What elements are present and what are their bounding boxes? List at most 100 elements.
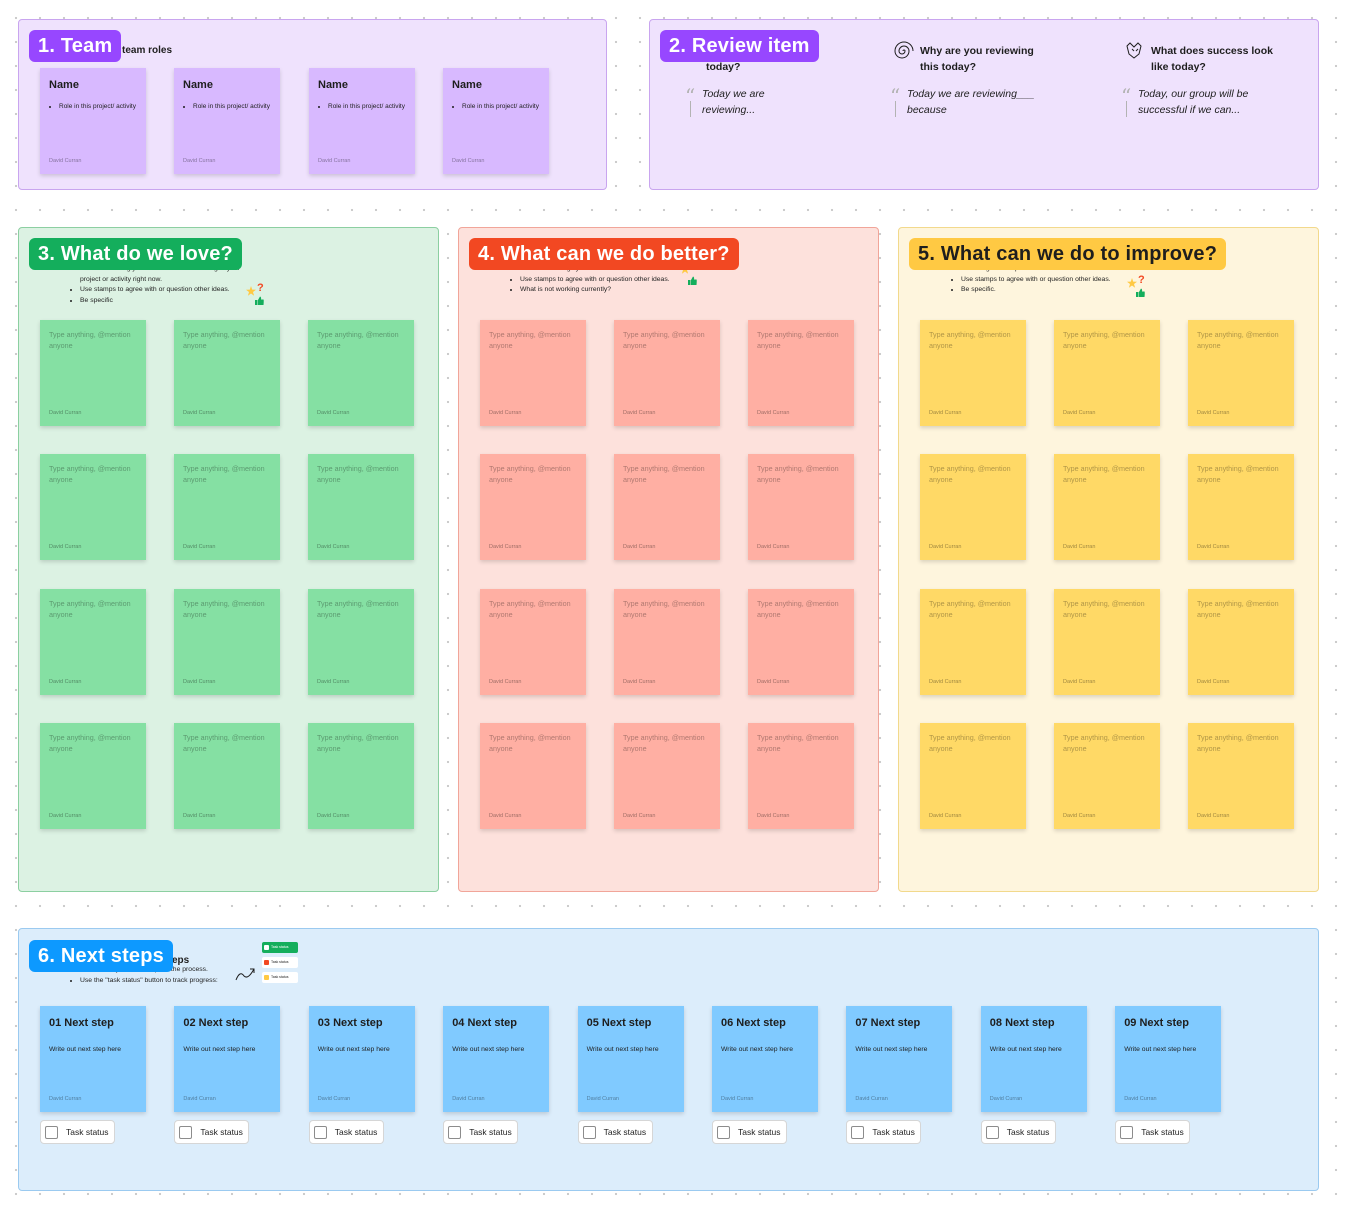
team-card[interactable]: Name Role in this project/ activity Davi… xyxy=(309,68,415,174)
sticky-placeholder[interactable]: Type anything, @mention anyone xyxy=(1063,464,1145,484)
sticky-placeholder[interactable]: Type anything, @mention anyone xyxy=(1063,330,1145,350)
next-step-body[interactable]: Write out next step here xyxy=(989,1046,1062,1053)
task-status-button[interactable]: Task status xyxy=(308,1120,384,1144)
sticky-placeholder[interactable]: Type anything, @mention anyone xyxy=(757,464,839,484)
next-step-body[interactable]: Write out next step here xyxy=(721,1046,794,1053)
task-status-button[interactable]: Task status xyxy=(443,1120,519,1144)
team-title-label[interactable]: 1. Team xyxy=(29,30,122,62)
sticky-placeholder[interactable]: Type anything, @mention anyone xyxy=(49,330,131,350)
review-quote-1[interactable]: Today we are reviewing... xyxy=(702,88,765,116)
next-step-body[interactable]: Write out next step here xyxy=(1124,1046,1197,1053)
sticky-placeholder[interactable]: Type anything, @mention anyone xyxy=(757,599,839,619)
next-step-body[interactable]: Write out next step here xyxy=(452,1046,525,1053)
review-quote-2[interactable]: Today we are reviewing___ because xyxy=(907,88,1035,116)
sticky-placeholder[interactable]: Type anything, @mention anyone xyxy=(1063,733,1145,753)
checkbox-icon[interactable] xyxy=(717,1125,730,1139)
sticky-placeholder[interactable]: Type anything, @mention anyone xyxy=(929,599,1011,619)
sticky-placeholder[interactable]: Type anything, @mention anyone xyxy=(183,464,265,484)
improve-title-label[interactable]: 5. What can we do to improve? xyxy=(909,238,1227,270)
sticky-placeholder[interactable]: Type anything, @mention anyone xyxy=(49,599,131,619)
sticky-placeholder[interactable]: Type anything, @mention anyone xyxy=(489,464,571,484)
next-step-body[interactable]: Write out next step here xyxy=(183,1046,256,1053)
sticky-placeholder[interactable]: Type anything, @mention anyone xyxy=(929,330,1011,350)
sticky-placeholder[interactable]: Type anything, @mention anyone xyxy=(489,733,571,753)
sticky-placeholder[interactable]: Type anything, @mention anyone xyxy=(317,330,399,350)
sticky-placeholder[interactable]: Type anything, @mention anyone xyxy=(1197,599,1279,619)
checkbox-icon[interactable] xyxy=(448,1125,462,1139)
sticky-placeholder[interactable]: Type anything, @mention anyone xyxy=(183,733,265,753)
task-status-button[interactable]: Task status xyxy=(980,1120,1056,1144)
checkbox-icon[interactable] xyxy=(313,1125,327,1139)
next-step-body[interactable]: Write out next step here xyxy=(49,1046,122,1053)
sticky-placeholder[interactable]: Type anything, @mention anyone xyxy=(929,464,1011,484)
next-step-body[interactable]: Write out next step here xyxy=(586,1046,659,1053)
checkbox-icon[interactable] xyxy=(1120,1125,1134,1139)
task-status-button[interactable]: Task status xyxy=(174,1120,250,1144)
checkbox-icon[interactable] xyxy=(45,1125,58,1139)
sticky-placeholder[interactable]: Type anything, @mention anyone xyxy=(757,733,839,753)
checkbox-icon[interactable] xyxy=(582,1125,596,1139)
sticky-placeholder[interactable]: Type anything, @mention anyone xyxy=(183,599,265,619)
sticky-placeholder[interactable]: Type anything, @mention anyone xyxy=(623,599,705,619)
sticky-placeholder[interactable]: Type anything, @mention anyone xyxy=(623,464,705,484)
sticky-placeholder[interactable]: Type anything, @mention anyone xyxy=(757,330,839,350)
task-status-button[interactable]: Task status xyxy=(1115,1120,1191,1144)
sticky-placeholder[interactable]: Type anything, @mention anyone xyxy=(183,330,265,350)
next-step-body[interactable]: Write out next step here xyxy=(855,1046,928,1053)
sticky-placeholder[interactable]: Type anything, @mention anyone xyxy=(929,733,1011,753)
sticky-placeholder[interactable]: Type anything, @mention anyone xyxy=(317,733,399,753)
team-card[interactable]: Name Role in this project/ activity Davi… xyxy=(40,68,146,174)
sticky-placeholder[interactable]: Type anything, @mention anyone xyxy=(1197,330,1279,350)
sticky-placeholder[interactable]: Type anything, @mention anyone xyxy=(489,330,571,350)
task-status-button[interactable]: Task status xyxy=(40,1120,115,1144)
sticky-placeholder[interactable]: Type anything, @mention anyone xyxy=(317,599,399,619)
sticky-placeholder[interactable]: Type anything, @mention anyone xyxy=(1063,599,1145,619)
sticky-placeholder[interactable]: Type anything, @mention anyone xyxy=(49,733,131,753)
checkbox-icon[interactable] xyxy=(985,1125,999,1139)
checkbox-icon[interactable] xyxy=(851,1125,865,1139)
task-status-button[interactable]: Task status xyxy=(712,1120,787,1144)
task-status-button[interactable]: Task status xyxy=(846,1120,922,1144)
review-quote-3[interactable]: Today, our group will be successful if w… xyxy=(1138,88,1249,116)
team-card[interactable]: Name Role in this project/ activity Davi… xyxy=(174,68,280,174)
love-title-label[interactable]: 3. What do we love? xyxy=(29,238,242,270)
checkbox-icon[interactable] xyxy=(179,1125,193,1139)
